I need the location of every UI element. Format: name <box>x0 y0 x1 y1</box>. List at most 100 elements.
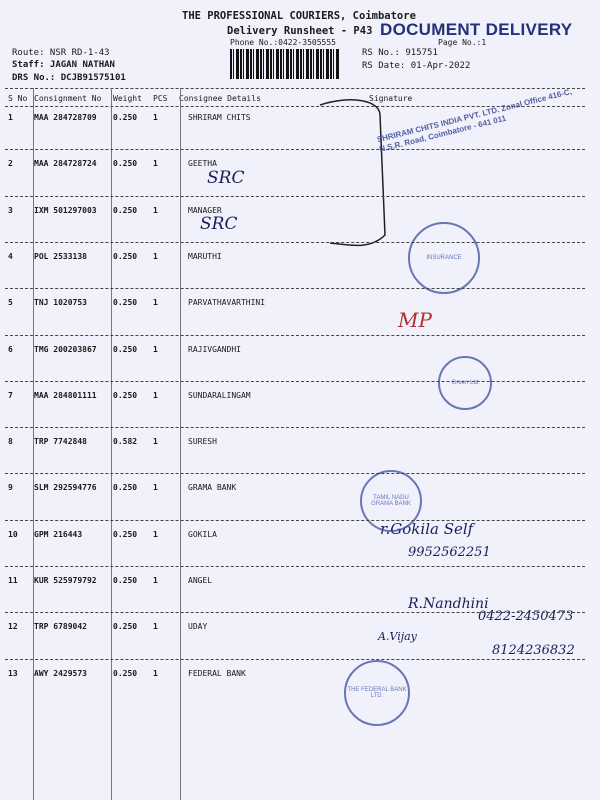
row-divider <box>5 612 585 614</box>
column-rule <box>180 88 181 800</box>
table-row: 4 POL 2533138 0.250 1 MARUTHI <box>0 252 600 272</box>
handwritten-initials: MP <box>398 308 432 332</box>
company-name: THE PROFESSIONAL COURIERS, Coimbatore <box>182 10 416 22</box>
row-divider <box>5 380 585 382</box>
row-pcs: 1 <box>153 576 158 585</box>
row-pcs: 1 <box>153 344 158 354</box>
row-sno: 5 <box>8 298 13 308</box>
row-consignee: SHRIRAM CHITS <box>188 113 251 122</box>
row-weight: 0.250 <box>113 483 138 493</box>
col-signature: Signature <box>369 94 413 103</box>
row-sno: 12 <box>8 622 18 632</box>
bank-stamp: TAMIL NADU GRAMA BANK <box>360 470 422 532</box>
row-consignee: SURESH <box>188 437 217 447</box>
col-consignee: Consignee Details <box>179 94 261 103</box>
row-divider <box>5 473 585 475</box>
row-pcs: 1 <box>153 298 158 308</box>
row-weight: 0.250 <box>113 298 138 308</box>
row-consignee: FEDERAL BANK <box>188 668 246 678</box>
handwritten-phone: 9952562251 <box>408 545 491 560</box>
col-weight: Weight <box>113 94 142 103</box>
row-consignee: MARUTHI <box>188 251 222 261</box>
row-consignee: SUNDARALINGAM <box>188 390 251 400</box>
row-consignee: MANAGER <box>188 205 222 215</box>
handwritten-src: SRC <box>207 168 245 188</box>
row-consignee: GOKILA <box>188 529 217 539</box>
rs-date: RS Date: 01-Apr-2022 <box>362 61 471 71</box>
row-pcs: 1 <box>153 529 158 539</box>
row-consignment: IXM 501297003 <box>34 205 97 215</box>
row-sno: 3 <box>8 205 13 215</box>
row-consignee: PARVATHAVARTHINI <box>188 298 266 308</box>
row-consignee: GRAMA BANK <box>188 483 237 493</box>
row-sno: 2 <box>8 159 13 169</box>
divider <box>5 88 585 89</box>
row-pcs: 1 <box>153 159 158 169</box>
row-sno: 8 <box>8 437 13 447</box>
bank-stamp: THE FEDERAL BANK LTD. <box>344 660 410 726</box>
row-divider <box>5 334 585 336</box>
row-weight: 0.250 <box>113 622 138 632</box>
row-consignment: KUR 525979792 <box>34 576 97 585</box>
row-pcs: 1 <box>153 113 158 122</box>
runsheet-title: Delivery Runsheet - P43 <box>227 25 373 37</box>
row-sno: 6 <box>8 344 13 354</box>
row-pcs: 1 <box>153 251 158 261</box>
row-consignment: POL 2533138 <box>34 251 87 261</box>
round-stamp: Green Ltd <box>438 356 492 410</box>
row-pcs: 1 <box>153 205 158 215</box>
row-sno: 4 <box>8 251 13 261</box>
row-weight: 0.250 <box>113 576 138 585</box>
row-weight: 0.250 <box>113 390 138 400</box>
row-consignment: MAA 284801111 <box>34 390 97 400</box>
table-row: 10 GPM 216443 0.250 1 GOKILA <box>0 530 600 550</box>
row-divider <box>5 195 585 197</box>
row-weight: 0.250 <box>113 344 138 354</box>
row-sno: 11 <box>8 576 18 585</box>
handwritten-signature: A.Vijay <box>378 630 417 643</box>
row-weight: 0.250 <box>113 159 138 169</box>
row-sno: 10 <box>8 529 18 539</box>
row-consignment: GPM 216443 <box>34 529 83 539</box>
handwritten-phone: 0422-2450473 <box>478 609 574 624</box>
row-weight: 0.250 <box>113 529 138 539</box>
row-divider <box>5 566 585 567</box>
row-consignment: TRP 6789042 <box>34 622 87 632</box>
row-consignee: UDAY <box>188 622 208 632</box>
drs-number: DRS No.: DCJB91575101 <box>12 73 126 83</box>
column-rule <box>33 88 34 800</box>
row-sno: 7 <box>8 390 13 400</box>
col-pcs: PCS <box>153 94 168 103</box>
barcode <box>230 49 340 79</box>
row-consignee: GEETHA <box>188 159 217 169</box>
col-sno: S No <box>8 94 28 103</box>
row-consignment: TRP 7742848 <box>34 437 87 447</box>
row-divider <box>5 288 585 290</box>
row-weight: 0.250 <box>113 205 138 215</box>
row-consignment: TNJ 1020753 <box>34 298 87 308</box>
row-divider <box>5 427 585 429</box>
staff: Staff: JAGAN NATHAN <box>12 60 115 70</box>
table-row: 11 KUR 525979792 0.250 1 ANGEL <box>0 576 600 596</box>
row-weight: 0.250 <box>113 668 138 678</box>
row-consignment: SLM 292594776 <box>34 483 97 493</box>
row-sno: 13 <box>8 668 18 678</box>
row-consignment: TMG 200203867 <box>34 344 97 354</box>
handwritten-name: R.Nandhini <box>408 596 489 612</box>
row-consignee: ANGEL <box>188 576 213 585</box>
signature-scribble <box>319 99 386 247</box>
row-divider <box>5 149 585 151</box>
col-consignment: Consignment No <box>34 94 102 103</box>
table-row: 5 TNJ 1020753 0.250 1 PARVATHAVARTHINI <box>0 298 600 318</box>
document-delivery-stamp: DOCUMENT DELIVERY <box>380 20 573 39</box>
row-divider <box>5 241 585 243</box>
row-weight: 0.250 <box>113 251 138 261</box>
